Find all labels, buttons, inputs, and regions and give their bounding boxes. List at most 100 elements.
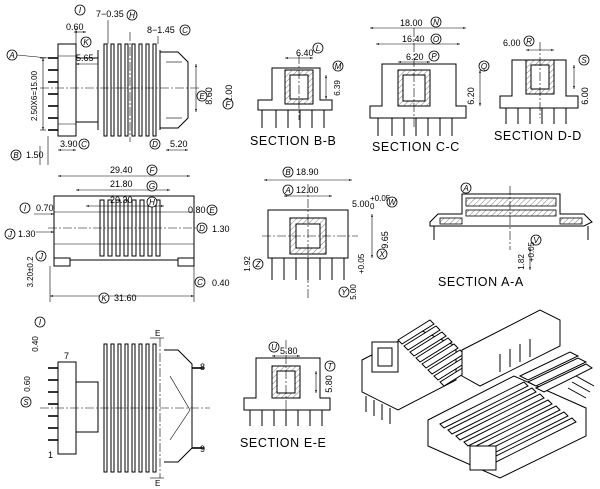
bottom-view: E E 7 1 8 9 I 0.40 0.60 S	[20, 316, 210, 488]
section-dd-view: 6.00 R 6.00 S SECTION D-D	[494, 35, 590, 143]
dim-860: 8.60	[204, 87, 214, 105]
section-bb-view: 6.40 L 6.39 M SECTION B-B	[250, 42, 344, 148]
cc-dim-1640: 16.40	[402, 34, 425, 44]
callout-k: K	[83, 38, 89, 47]
front-dim-500-tol0: 0	[370, 202, 375, 211]
callout-l: L	[316, 44, 320, 53]
dim-520: 5.20	[170, 139, 188, 149]
bottom-dim-040: 0.40	[31, 336, 40, 352]
callout-q: Q	[481, 62, 487, 71]
callout-e: E	[209, 206, 215, 215]
front-view: B 18.90 A 12.00 5.00 +0.05 0 W 9.65 X 1.…	[243, 166, 398, 300]
callout-y: Y	[341, 288, 347, 297]
dd-dim-600w: 6.00	[503, 38, 521, 48]
callout-w: W	[388, 198, 397, 207]
isometric-part-upper	[361, 309, 561, 424]
dim-060: 0.60	[66, 22, 84, 32]
section-dd-title: SECTION D-D	[494, 129, 582, 143]
dim-390: 3.90	[60, 139, 78, 149]
callout-b: B	[13, 151, 19, 160]
callout-i-bottom: I	[39, 318, 42, 327]
side-dim-2030: 20.30	[110, 195, 133, 205]
top-view-pins	[48, 57, 58, 131]
callout-j: J	[7, 230, 13, 239]
callout-m: M	[335, 62, 342, 71]
callout-d: D	[152, 140, 158, 149]
callout-s: S	[581, 56, 587, 65]
callout-f: F	[150, 166, 156, 175]
callout-n: N	[433, 18, 439, 27]
callout-h-side: H	[149, 198, 155, 207]
callout-a-front: A	[284, 186, 290, 195]
side-dim-080: 0.80	[188, 205, 206, 215]
dim-7-035: 7−0.35	[96, 9, 124, 19]
front-dim-965: 9.65	[380, 231, 390, 249]
callout-z: Z	[255, 260, 262, 269]
bottom-pin-8: 8	[200, 362, 205, 372]
section-aa-view: A V 1.82 +0.05 SECTION A-A	[429, 182, 593, 289]
ee-dim-580w: 5.80	[280, 346, 298, 356]
callout-r: R	[526, 37, 532, 46]
front-dim-500b-tol: +0.05	[357, 253, 366, 274]
bottom-pin-7: 7	[64, 351, 69, 361]
aa-dim-182: 1.82	[517, 254, 526, 270]
section-ee-view: 5.80 U 5.80 T SECTION E-E	[240, 340, 336, 450]
callout-u: U	[271, 343, 277, 352]
side-dim-130r: 1.30	[212, 224, 230, 234]
dim-1200-top: 12.00	[224, 85, 234, 108]
top-view-fins	[103, 43, 157, 137]
side-dim-2180: 21.80	[110, 179, 133, 189]
callout-s-bottom: S	[23, 398, 29, 407]
aa-dim-182-tol: +0.05	[527, 241, 536, 262]
front-dim-500b: 5.00	[349, 284, 358, 300]
callout-t: T	[328, 362, 334, 371]
callout-x: X	[378, 250, 385, 259]
callout-k-side: K	[101, 294, 107, 303]
section-aa-title: SECTION A-A	[438, 275, 524, 289]
side-dim-040: 0.40	[212, 278, 230, 288]
front-dim-500: 5.00	[352, 199, 370, 209]
side-dim-3160: 31.60	[114, 293, 137, 303]
front-dim-192: 1.92	[243, 256, 252, 272]
top-view: 2.50X6=15.00 A I 0.60 7−0.35 H 8−1.45 C …	[6, 4, 234, 165]
front-dim-1890: 18.90	[296, 167, 319, 177]
side-dim-2940: 29.40	[110, 165, 133, 175]
dd-dim-600h: 6.00	[580, 87, 590, 105]
bottom-label-e-bottom: E	[155, 479, 160, 488]
section-bb-title: SECTION B-B	[250, 134, 336, 148]
side-dim-070: 0.70	[36, 203, 54, 213]
callout-h: H	[129, 11, 135, 20]
callout-o: O	[433, 35, 439, 44]
front-dim-500-tol: +0.05	[370, 194, 391, 203]
cc-dim-1800: 18.00	[400, 18, 423, 28]
dim-pitch: 2.50X6=15.00	[30, 70, 39, 121]
bb-dim-639: 6.39	[333, 80, 342, 96]
callout-i-side: I	[24, 204, 27, 213]
dim-565: 5.65	[76, 53, 94, 63]
callout-c: C	[81, 140, 87, 149]
front-dim-1200: 12.00	[296, 185, 319, 195]
cc-dim-620h: 6.20	[466, 87, 476, 105]
bb-dim-640: 6.40	[296, 48, 314, 58]
side-dim-130l: 1.30	[18, 229, 36, 239]
isometric-part-lower	[427, 351, 595, 479]
side-view: 29.40 F 21.80 G 20.30 H I 0.70 0.80 E J …	[4, 164, 230, 304]
section-cc-title: SECTION C-C	[372, 140, 460, 154]
callout-aa-mark: A	[462, 184, 468, 193]
section-ee-title: SECTION E-E	[240, 436, 326, 450]
callout-i: I	[79, 6, 82, 15]
dim-150: 1.50	[26, 150, 44, 160]
callout-g: G	[149, 182, 155, 191]
side-dim-320: 3.20±0.2	[26, 256, 35, 288]
callout-d-side: D	[199, 224, 205, 233]
isometric-view	[361, 309, 595, 479]
callout-v: V	[533, 236, 539, 245]
bottom-label-e-top: E	[155, 329, 160, 338]
bottom-pin-9: 9	[200, 444, 205, 454]
callout-b-front: B	[285, 168, 291, 177]
bottom-dim-060: 0.60	[23, 376, 32, 392]
callout-p: P	[431, 52, 437, 61]
callout-c-top: C	[182, 26, 188, 35]
bottom-pin-1: 1	[48, 450, 53, 460]
